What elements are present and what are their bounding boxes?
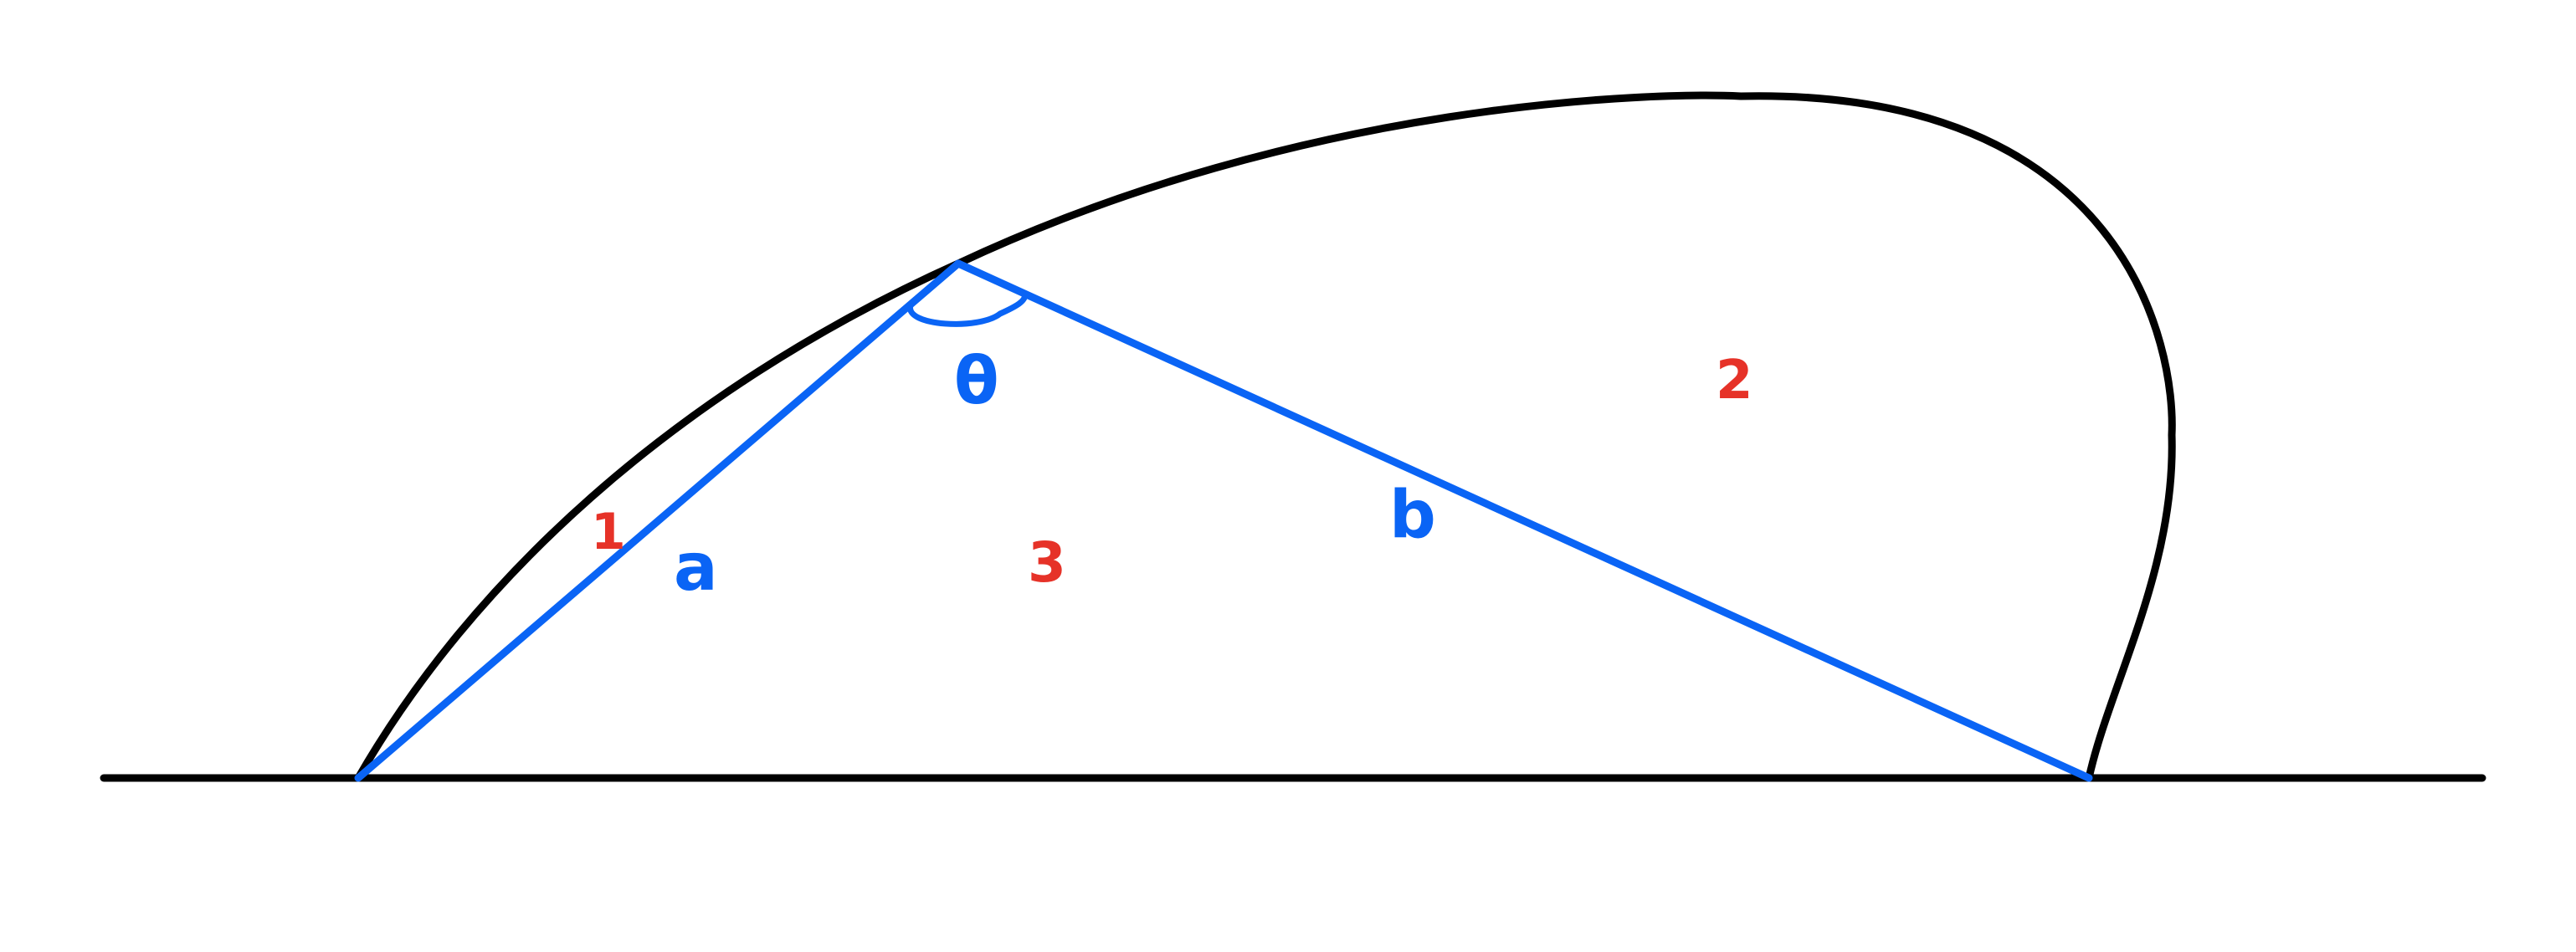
angle-theta-label: θ xyxy=(954,344,999,419)
region-1-label: 1 xyxy=(591,503,626,561)
region-3-label: 3 xyxy=(1028,530,1066,595)
segment-a-label: a xyxy=(674,530,718,606)
angle-arc xyxy=(907,291,1029,327)
segment-b xyxy=(954,259,2093,782)
segment-a xyxy=(354,259,962,782)
segment-b-label: b xyxy=(1389,478,1436,553)
region-2-label: 2 xyxy=(1716,350,1753,412)
outer-curve xyxy=(354,91,2176,782)
